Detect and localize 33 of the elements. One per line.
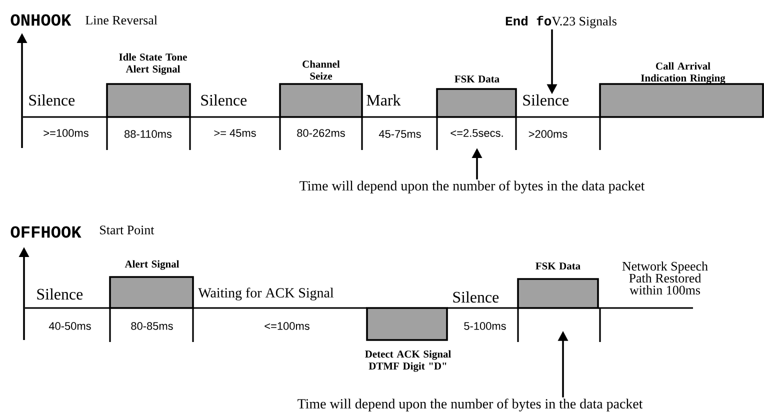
segment-label: Silence [37, 288, 83, 300]
leader-text: End foV.23 Signals [506, 16, 616, 28]
duration-label: 80-262ms [297, 129, 345, 137]
duration-label: 88-110ms [124, 130, 172, 138]
pulse-heading: FSK Data [536, 262, 580, 270]
pulse-heading: Channel Seize [302, 60, 340, 80]
pulse-heading: Call Arrival Indication Ringing [641, 62, 726, 84]
duration-label: 80-85ms [131, 322, 173, 330]
note-label: Start Point [100, 226, 154, 234]
note-text: Time will depend upon the number of bytes in the data packet [300, 180, 645, 194]
note-text: Time will depend upon the number of bytes in the data packet [298, 398, 643, 412]
segment-label: Silence [523, 94, 569, 106]
pulse-heading: FSK Data [454, 76, 500, 83]
note-label: Line Reversal [86, 15, 158, 25]
duration-label: <=100ms [264, 322, 310, 330]
duration-label: <=2.5secs. [450, 129, 503, 137]
duration-label: >= 45ms [214, 129, 256, 137]
segment-label: Waiting for ACK Signal [198, 288, 334, 300]
duration-label: 40-50ms [48, 322, 91, 330]
segment-label: Silence [29, 94, 75, 106]
pulse-heading: Detect ACK Signal DTMF Digit "D" [365, 350, 451, 372]
duration-label: >200ms [528, 130, 568, 138]
state-label: ONHOOK [10, 14, 72, 26]
note-label: Network Speech Path Restored within 100ms [622, 262, 708, 295]
segment-label: Silence [453, 291, 499, 303]
duration-label: >=100ms [44, 129, 88, 137]
duration-label: 5-100ms [464, 322, 506, 330]
pulse-heading: Idle State Tone Alert Signal [119, 53, 187, 75]
segment-label: Mark [366, 94, 401, 106]
duration-label: 45-75ms [378, 130, 421, 138]
pulse-heading: Alert Signal [124, 260, 180, 270]
segment-label: Silence [201, 94, 247, 106]
state-label: OFFHOOK [10, 226, 82, 238]
